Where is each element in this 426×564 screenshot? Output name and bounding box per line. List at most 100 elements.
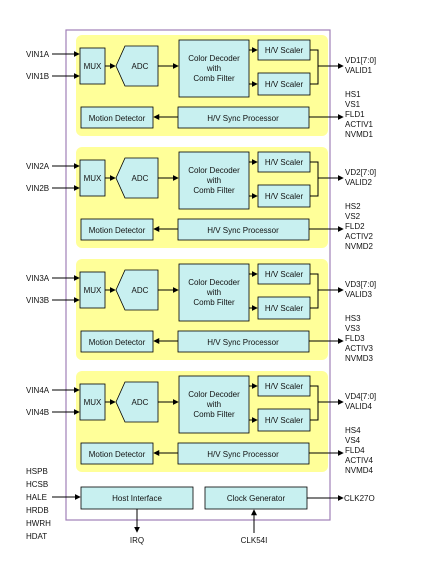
output-label: VD4[7:0] bbox=[345, 392, 376, 401]
output-label: HS2 bbox=[345, 202, 361, 211]
input-label: VIN3A bbox=[26, 274, 50, 283]
host-input-label: HALE bbox=[26, 493, 47, 502]
color-decoder-block bbox=[178, 375, 250, 434]
input-label: VIN3B bbox=[26, 296, 49, 305]
color-decoder-label: Comb Filter bbox=[193, 74, 235, 83]
output-label: VALID2 bbox=[345, 178, 373, 187]
host-interface-label: Host Interface bbox=[112, 494, 162, 503]
color-decoder-label: Color Decoder bbox=[188, 166, 240, 175]
output-label: ACTIV4 bbox=[345, 456, 374, 465]
output-label: NVMD1 bbox=[345, 130, 374, 139]
clock-section: Clock Generator CLK54I CLK27O bbox=[204, 486, 375, 545]
motion-detector-block bbox=[80, 442, 154, 465]
color-decoder-label: Comb Filter bbox=[193, 186, 235, 195]
output-label: FLD1 bbox=[345, 110, 365, 119]
color-decoder-label: with bbox=[206, 288, 221, 297]
mux-block bbox=[79, 47, 106, 85]
host-input-label: HRDB bbox=[26, 506, 49, 515]
motion-detector-label: Motion Detector bbox=[89, 114, 146, 123]
output-label: VD3[7:0] bbox=[345, 280, 376, 289]
scaler-output-bus bbox=[310, 385, 319, 421]
adc-label: ADC bbox=[132, 398, 149, 407]
sync-processor-label: H/V Sync Processor bbox=[207, 338, 279, 347]
output-label: FLD2 bbox=[345, 222, 365, 231]
host-input-label: HCSB bbox=[26, 480, 48, 489]
hv-scaler-label: H/V Scaler bbox=[265, 80, 304, 89]
input-label: VIN1B bbox=[26, 72, 49, 81]
hv-scaler-label: H/V Scaler bbox=[265, 46, 304, 55]
mux-block bbox=[79, 271, 106, 309]
color-decoder-label: with bbox=[206, 64, 221, 73]
color-decoder-label: Comb Filter bbox=[193, 298, 235, 307]
clk54-label: CLK54I bbox=[241, 536, 268, 545]
color-decoder-block bbox=[178, 39, 250, 98]
hv-scaler-label: H/V Scaler bbox=[265, 416, 304, 425]
adc-label: ADC bbox=[132, 62, 149, 71]
color-decoder-label: Color Decoder bbox=[188, 390, 240, 399]
color-decoder-block bbox=[178, 151, 250, 210]
adc-label: ADC bbox=[132, 174, 149, 183]
irq-label: IRQ bbox=[130, 536, 144, 545]
output-label: VS3 bbox=[345, 324, 361, 333]
output-label: VD1[7:0] bbox=[345, 56, 376, 65]
output-label: VS2 bbox=[345, 212, 361, 221]
output-label: VALID3 bbox=[345, 290, 373, 299]
output-label: ACTIV2 bbox=[345, 232, 374, 241]
motion-detector-block bbox=[80, 106, 154, 129]
host-input-label: HDAT bbox=[26, 532, 47, 541]
color-decoder-label: with bbox=[206, 176, 221, 185]
output-label: VALID1 bbox=[345, 66, 373, 75]
scaler-output-bus bbox=[310, 49, 319, 85]
color-decoder-block bbox=[178, 263, 250, 322]
input-label: VIN4B bbox=[26, 408, 49, 417]
output-label: HS1 bbox=[345, 90, 361, 99]
sync-processor-label: H/V Sync Processor bbox=[207, 114, 279, 123]
hv-scaler-label: H/V Scaler bbox=[265, 382, 304, 391]
output-label: FLD4 bbox=[345, 446, 365, 455]
mux-block bbox=[79, 159, 106, 197]
mux-block bbox=[79, 383, 106, 421]
color-decoder-label: Color Decoder bbox=[188, 278, 240, 287]
motion-detector-label: Motion Detector bbox=[89, 338, 146, 347]
host-input-label: HWRH bbox=[26, 519, 51, 528]
color-decoder-label: with bbox=[206, 400, 221, 409]
scaler-output-bus bbox=[310, 273, 319, 309]
color-decoder-label: Color Decoder bbox=[188, 54, 240, 63]
hv-scaler-label: H/V Scaler bbox=[265, 192, 304, 201]
mux-label: MUX bbox=[84, 398, 102, 407]
output-label: NVMD4 bbox=[345, 466, 374, 475]
sync-processor-label: H/V Sync Processor bbox=[207, 450, 279, 459]
output-label: NVMD2 bbox=[345, 242, 374, 251]
input-label: VIN2B bbox=[26, 184, 49, 193]
input-label: VIN4A bbox=[26, 386, 50, 395]
motion-detector-label: Motion Detector bbox=[89, 450, 146, 459]
color-decoder-label: Comb Filter bbox=[193, 410, 235, 419]
output-label: VS4 bbox=[345, 436, 361, 445]
sync-processor-label: H/V Sync Processor bbox=[207, 226, 279, 235]
clock-generator-label: Clock Generator bbox=[227, 494, 286, 503]
mux-label: MUX bbox=[84, 62, 102, 71]
host-input-label: HSPB bbox=[26, 467, 48, 476]
input-label: VIN1A bbox=[26, 50, 50, 59]
mux-label: MUX bbox=[84, 174, 102, 183]
host-section: HSPB HCSB HALE HRDB HWRH HDAT Host Inter… bbox=[26, 467, 194, 545]
output-label: ACTIV1 bbox=[345, 120, 374, 129]
output-label: FLD3 bbox=[345, 334, 365, 343]
output-label: ACTIV3 bbox=[345, 344, 374, 353]
scaler-output-bus bbox=[310, 161, 319, 197]
mux-label: MUX bbox=[84, 286, 102, 295]
output-label: HS4 bbox=[345, 426, 361, 435]
hv-scaler-label: H/V Scaler bbox=[265, 304, 304, 313]
output-label: VD2[7:0] bbox=[345, 168, 376, 177]
output-label: VALID4 bbox=[345, 402, 373, 411]
motion-detector-block bbox=[80, 218, 154, 241]
hv-scaler-label: H/V Scaler bbox=[265, 158, 304, 167]
clk27-label: CLK27O bbox=[344, 494, 375, 503]
adc-label: ADC bbox=[132, 286, 149, 295]
